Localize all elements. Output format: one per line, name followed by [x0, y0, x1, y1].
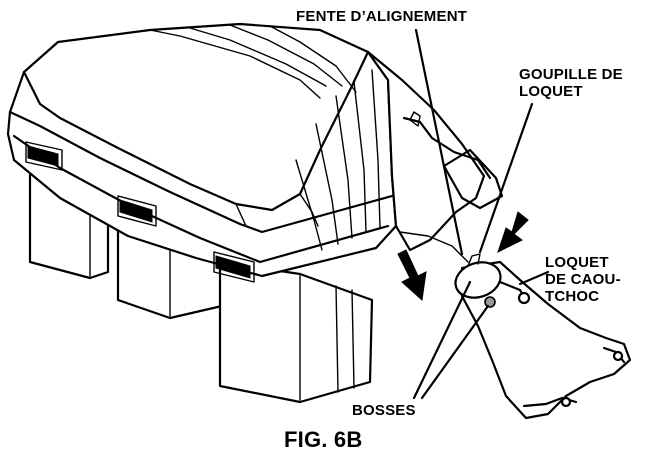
bagger-cover — [6, 22, 398, 278]
handle-right — [215, 255, 251, 279]
arrow-left — [397, 249, 427, 301]
chute-elbow — [366, 50, 486, 252]
handle-middle — [119, 199, 153, 223]
leader-goupille — [478, 102, 534, 254]
bin-handles — [25, 141, 255, 283]
label-alignment-slot: FENTE D’ALIGNEMENT — [296, 8, 468, 25]
latch-knob — [517, 291, 531, 305]
chute-bracket — [442, 148, 504, 210]
leader-fente — [414, 28, 464, 256]
chute-tube — [460, 260, 632, 420]
lower-chute — [454, 253, 632, 420]
leader-bosse-1 — [412, 280, 472, 400]
figure-caption: FIG. 6B — [284, 427, 363, 452]
label-rubber-latch: LOQUET DE CAOU- TCHOC — [545, 254, 621, 305]
label-rubber-latch-line-3: TCHOC — [545, 288, 600, 305]
leader-loquet — [518, 270, 550, 286]
leader-lines — [412, 28, 550, 400]
boss-lower — [484, 296, 496, 308]
label-latch-pin: GOUPILLE DE LOQUET — [519, 66, 623, 100]
label-rubber-latch-line-1: LOQUET — [545, 254, 609, 271]
label-rubber-latch-line-2: DE CAOU- — [545, 271, 621, 288]
label-latch-pin-line-1: GOUPILLE DE — [519, 66, 623, 83]
label-bosses: BOSSES — [352, 402, 416, 419]
bin-right — [218, 260, 374, 404]
leader-bosse-2 — [420, 304, 490, 400]
handle-left — [27, 145, 59, 167]
arrow-right — [497, 211, 529, 253]
direction-arrows — [397, 211, 529, 301]
label-latch-pin-line-2: LOQUET — [519, 83, 583, 100]
upper-chute — [366, 50, 504, 263]
